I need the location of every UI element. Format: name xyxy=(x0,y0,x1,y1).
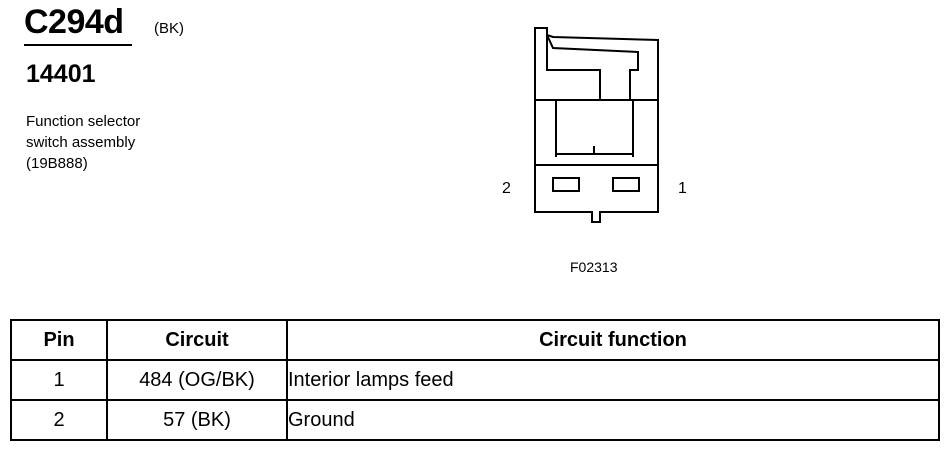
pin-1-label: 1 xyxy=(678,180,687,197)
connector-color-code: (BK) xyxy=(154,20,184,37)
table-header-row: Pin Circuit Circuit function xyxy=(10,319,940,361)
header-circuit: Circuit xyxy=(106,319,288,361)
pin-2-label: 2 xyxy=(502,180,511,197)
description-line: (19B888) xyxy=(26,155,88,172)
figure-code: F02313 xyxy=(570,259,618,275)
description-line: Function selector xyxy=(26,113,141,130)
cell-pin: 2 xyxy=(10,399,108,441)
pin-1-cavity xyxy=(612,177,640,192)
cell-circuit: 484 (OG/BK) xyxy=(106,359,288,401)
cell-circuit-function: Interior lamps feed xyxy=(286,359,940,401)
table-row: 2 57 (BK) Ground xyxy=(10,399,940,441)
component-description: Function selector switch assembly (19B88… xyxy=(26,111,140,174)
pin-2-cavity xyxy=(552,177,580,192)
cell-pin: 1 xyxy=(10,359,108,401)
connector-title: C294d xyxy=(24,3,124,41)
header-pin: Pin xyxy=(10,319,108,361)
part-number: 14401 xyxy=(26,60,96,88)
locking-tab xyxy=(546,34,639,101)
cell-circuit-function: Ground xyxy=(286,399,940,441)
connector-outline xyxy=(534,27,659,223)
cell-circuit: 57 (BK) xyxy=(106,399,288,441)
connector-face-diagram xyxy=(534,27,659,223)
title-underline xyxy=(24,44,132,46)
description-line: switch assembly xyxy=(26,134,136,151)
table-row: 1 484 (OG/BK) Interior lamps feed xyxy=(10,359,940,401)
header-circuit-function: Circuit function xyxy=(286,319,940,361)
pinout-table: Pin Circuit Circuit function 1 484 (OG/B… xyxy=(10,319,940,441)
